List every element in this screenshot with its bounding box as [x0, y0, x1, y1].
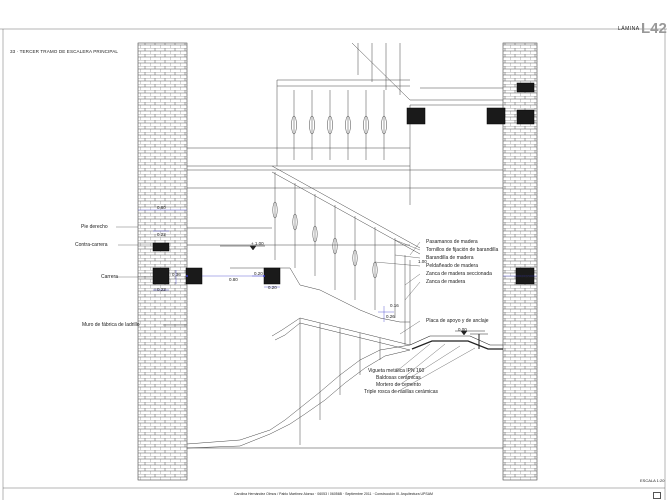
dim-0-26: 0.26 [386, 314, 395, 319]
label-muro-ladrillo: Muro de fábrica de ladrillo [82, 322, 140, 328]
dim-1-00: 1.00 [418, 259, 427, 264]
dim-0-20-a: 0.20 [254, 271, 263, 276]
label-mortero: Mortero de cemento [376, 382, 421, 388]
middle-flight [187, 165, 421, 345]
label-baldosas: Baldosas cerámicas [376, 375, 421, 381]
level-0-00: 0.00 [458, 327, 467, 332]
label-peldanado: Peldañeado de madera [426, 263, 478, 269]
section-title: 33 · TERCER TRAMO DE ESCALERA PRINCIPAL [10, 49, 119, 54]
footer-credits: Carolina Hernández Olmos / Pablo Martíne… [234, 492, 433, 496]
dim-0-68: 0.68 [521, 274, 530, 279]
dim-0-60: 0.60 [157, 205, 166, 210]
label-contra-carrera: Contra-carrera [75, 242, 108, 248]
label-carrera: Carrera [101, 274, 118, 280]
dim-0-20-b: 0.20 [268, 285, 277, 290]
beam-sections [152, 82, 535, 285]
label-zanca: Zanca de madera [426, 279, 466, 285]
level-plus-1-00: + 1.00 [251, 241, 264, 246]
level-markers [220, 245, 485, 336]
sheet-tag: LÁMINA [618, 26, 640, 32]
scale-label: ESCALA 1:20 [640, 478, 665, 483]
landing-balustrade [187, 79, 503, 205]
label-barandilla: Barandilla de madera [426, 255, 474, 261]
landing-slab [409, 333, 503, 350]
right-brick-wall [502, 42, 538, 481]
label-placa-apoyo: Placa de apoyo y de anclaje [426, 318, 489, 324]
dim-0-22-top: 0.22 [157, 232, 166, 237]
label-pie-derecho: Pie derecho [81, 224, 108, 230]
label-pasamanos: Pasamanos de madera [426, 239, 478, 245]
lower-flight [186, 317, 411, 449]
leader-lines [116, 226, 476, 393]
label-triple-rosca: Triple rosca de rasillas cerámicas [364, 389, 439, 395]
upper-flight [351, 42, 503, 106]
dim-0-16: 0.16 [390, 303, 399, 308]
label-zanca-seccionada: Zanca de madera seccionada [426, 271, 492, 277]
university-logo-icon [653, 492, 661, 499]
dim-0-36: 0.36 [172, 272, 181, 277]
sheet-number: L42 [641, 20, 667, 37]
label-tornillos: Tornillos de fijación de barandilla [426, 247, 499, 253]
left-brick-wall [137, 42, 188, 481]
dim-0-80: 0.80 [229, 277, 238, 282]
dimension-lines [138, 209, 537, 322]
dim-0-22-bottom: 0.22 [157, 287, 166, 292]
label-vigueta: Vigueta metálica IPN 160 [368, 368, 425, 374]
